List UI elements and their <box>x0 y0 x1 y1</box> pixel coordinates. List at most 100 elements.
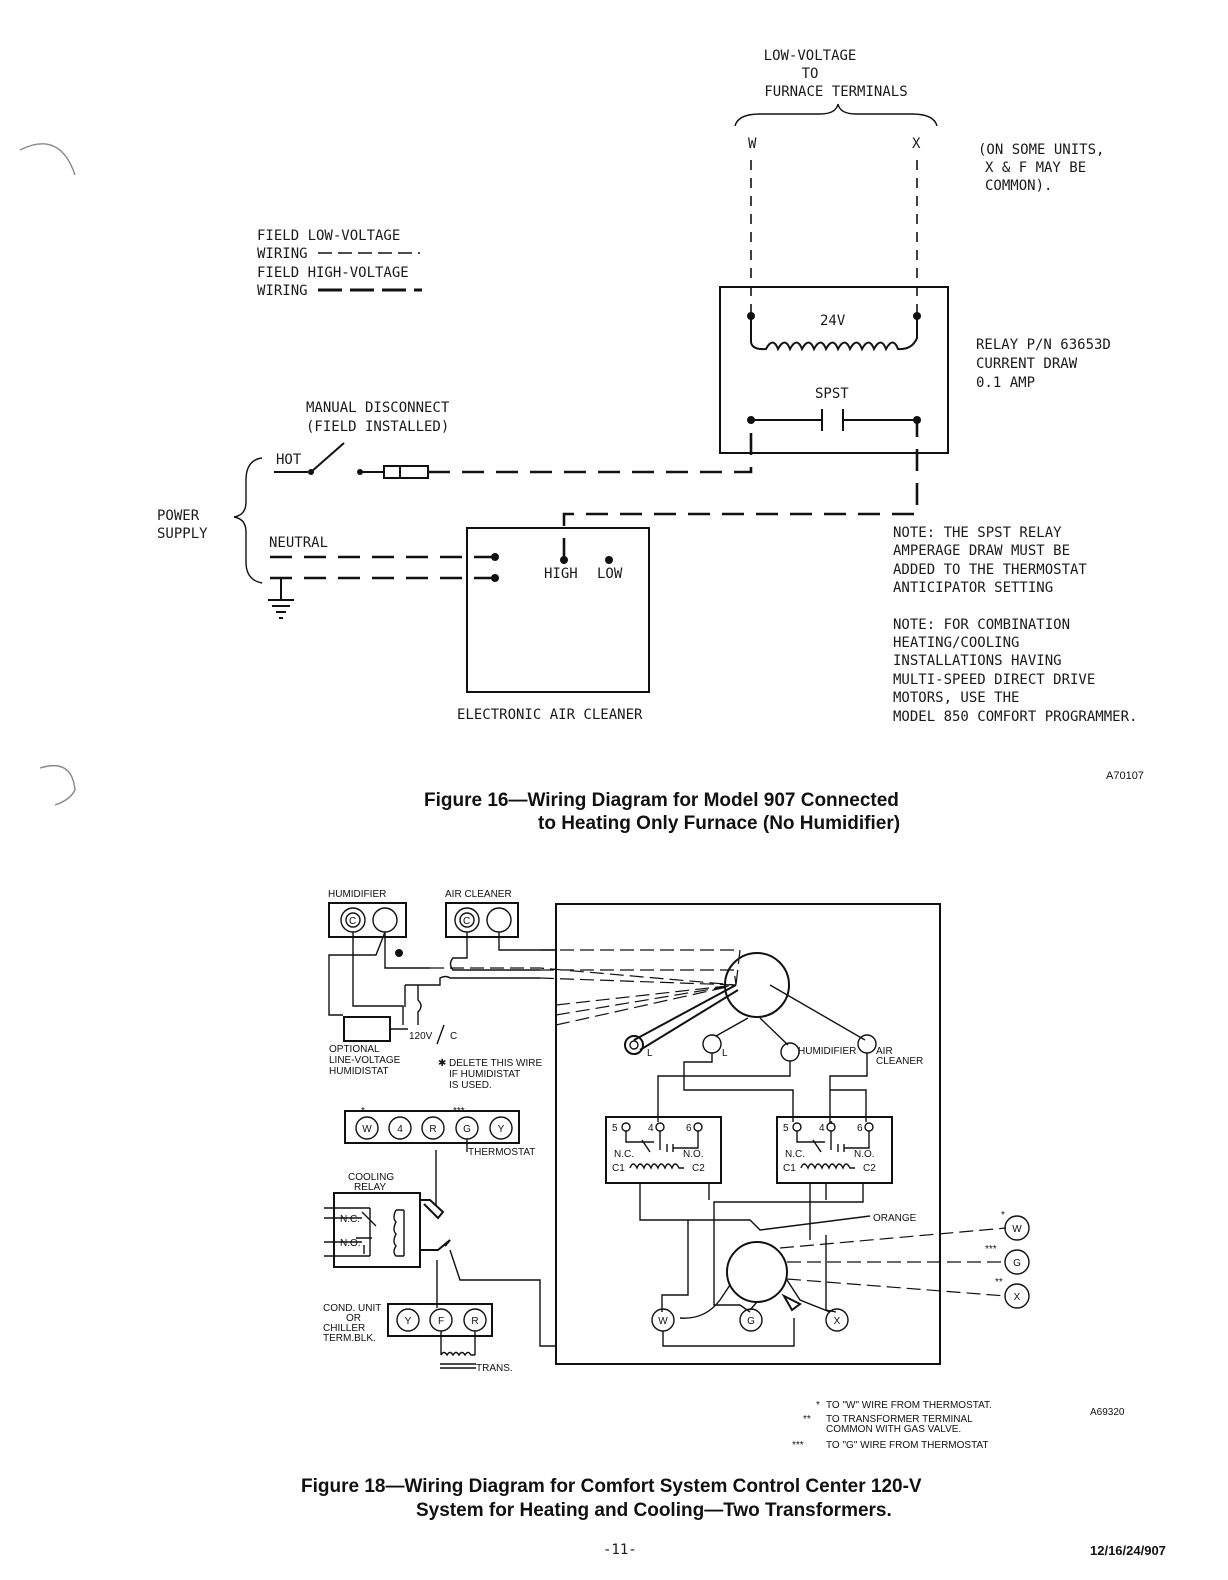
relay-line-2: CURRENT DRAW <box>976 356 1078 372</box>
air-cleaner-wire <box>498 932 556 951</box>
right-terminal-label: X <box>1014 1292 1021 1303</box>
thermostat-terminal-label: 4 <box>397 1124 403 1135</box>
thermostat-terminal-label: W <box>362 1124 372 1135</box>
note1-line-4: ANTICIPATOR SETTING <box>893 580 1053 596</box>
cooling-relay-contacts <box>324 1207 377 1257</box>
note2-line-4: MULTI-SPEED DIRECT DRIVE <box>893 672 1095 688</box>
right-relay-6: 6 <box>857 1123 863 1134</box>
inner-terminal-label: X <box>834 1316 841 1327</box>
humidifier-inner-label: HUMIDIFIER <box>798 1046 856 1057</box>
right-terminal <box>1004 1283 1030 1309</box>
cooling-relay-line-2: RELAY <box>354 1182 386 1193</box>
right-relay-nc: N.C. <box>785 1149 805 1160</box>
low-terminal <box>605 556 613 564</box>
air-cleaner-terminal <box>491 574 499 582</box>
right-relay-pin <box>864 1122 874 1132</box>
l-plug-wires <box>633 984 739 1051</box>
air-cleaner-block <box>445 902 519 938</box>
page-number: -11- <box>603 1542 637 1558</box>
air-cleaner-inner-1: AIR <box>876 1046 893 1057</box>
cond-terminals: Y F R <box>396 1308 487 1332</box>
cooling-relay-line-1: COOLING <box>348 1172 394 1183</box>
hot-label: HOT <box>276 452 302 468</box>
right-w-mark: * <box>1001 1210 1005 1221</box>
cooling-relay-box <box>333 1192 421 1268</box>
footnote-2a: TO TRANSFORMER TERMINAL <box>826 1414 973 1425</box>
thermostat-terminal <box>421 1116 445 1140</box>
fig16-caption-line-1: Figure 16—Wiring Diagram for Model 907 C… <box>424 790 899 811</box>
left-relay-4: 4 <box>648 1123 654 1134</box>
cooling-relay-coil <box>393 1209 405 1257</box>
left-relay-6: 6 <box>686 1123 692 1134</box>
air-cleaner-c: C <box>463 916 470 927</box>
footnote-3: TO "G" WIRE FROM THERMOSTAT <box>826 1440 988 1451</box>
air-cleaner-label: AIR CLEANER <box>445 889 512 900</box>
spst-label: SPST <box>815 386 849 402</box>
right-relay-pin <box>826 1122 836 1132</box>
cond-terminal <box>396 1308 420 1332</box>
note2-line-6: MODEL 850 COMFORT PROGRAMMER. <box>893 709 1137 725</box>
v24-label: 24V <box>820 313 846 329</box>
cond-terminal-label: F <box>438 1316 444 1327</box>
disconnect-switch <box>310 442 345 473</box>
trans-label: TRANS. <box>476 1363 513 1374</box>
air-cleaner-box <box>466 527 650 693</box>
plug-arrow <box>781 1293 802 1312</box>
cond-unit-block <box>387 1303 493 1337</box>
legend-wiring-1: WIRING <box>257 246 308 262</box>
note2-line-5: MOTORS, USE THE <box>893 690 1019 706</box>
air-cleaner-terminal <box>491 553 499 561</box>
high-label: HIGH <box>544 566 578 582</box>
humidifier-terminal <box>780 1042 800 1062</box>
thermostat-terminal <box>388 1116 412 1140</box>
cooling-relay-leads <box>420 1199 451 1251</box>
delete-line-2: IF HUMIDISTAT <box>449 1069 520 1080</box>
cond-line-4: TERM.BLK. <box>323 1333 376 1344</box>
disconnect-line-2: (FIELD INSTALLED) <box>306 419 449 435</box>
terminal-x-label: X <box>912 136 921 152</box>
note2-line-2: HEATING/COOLING <box>893 635 1019 651</box>
thermostat-terminals: W 4 R G Y <box>355 1116 513 1140</box>
thermostat-label: THERMOSTAT <box>468 1147 535 1158</box>
line-wire <box>405 975 540 986</box>
cooling-nc: N.C. <box>340 1214 360 1225</box>
note2-line-3: INSTALLATIONS HAVING <box>893 653 1062 669</box>
disconnect-line-1: MANUAL DISCONNECT <box>306 400 450 416</box>
low-voltage-line-2: TO <box>802 66 819 82</box>
cond-terminal-label: Y <box>405 1316 412 1327</box>
optional-line-2: LINE-VOLTAGE <box>329 1055 401 1066</box>
air-cleaner-terminal <box>857 1034 877 1054</box>
inner-terminal-label: W <box>658 1316 668 1327</box>
right-relay-c2: C2 <box>863 1163 876 1174</box>
delete-wire-mark <box>395 949 403 957</box>
inner-terminal <box>825 1308 849 1332</box>
right-relay-4: 4 <box>819 1123 825 1134</box>
note1-line-2: AMPERAGE DRAW MUST BE <box>893 543 1070 559</box>
note1-line-3: ADDED TO THE THERMOSTAT <box>893 562 1087 578</box>
note1-line-1: NOTE: THE SPST RELAY <box>893 525 1062 541</box>
spst-to-high-wire <box>562 420 919 560</box>
left-relay-5: 5 <box>612 1123 618 1134</box>
punch-hole-mark <box>19 143 76 806</box>
cond-line-3: CHILLER <box>323 1323 365 1334</box>
orange-lead <box>714 1215 871 1231</box>
right-relay-pin <box>792 1122 802 1132</box>
c-label: C <box>450 1031 457 1042</box>
left-relay-nc: N.C. <box>614 1149 634 1160</box>
left-relay <box>605 1116 722 1184</box>
delete-mark: ✱ <box>438 1058 446 1069</box>
relay-box <box>719 286 949 454</box>
fig18-caption-line-1: Figure 18—Wiring Diagram for Comfort Sys… <box>301 1476 922 1497</box>
air-cleaner-inner-2: CLEANER <box>876 1056 923 1067</box>
right-relay-contacts <box>796 1131 870 1153</box>
right-terminal-label: G <box>1013 1258 1021 1269</box>
inner-bottom-wire <box>662 1318 795 1347</box>
delete-line-3: IS USED. <box>449 1080 492 1091</box>
v120-label: 120V <box>409 1031 433 1042</box>
optional-humidistat <box>343 1016 391 1042</box>
l-plug <box>624 1035 644 1055</box>
low-voltage-line-1: LOW-VOLTAGE <box>764 48 857 64</box>
thermostat-terminal <box>355 1116 379 1140</box>
optional-line-1: OPTIONAL <box>329 1044 380 1055</box>
